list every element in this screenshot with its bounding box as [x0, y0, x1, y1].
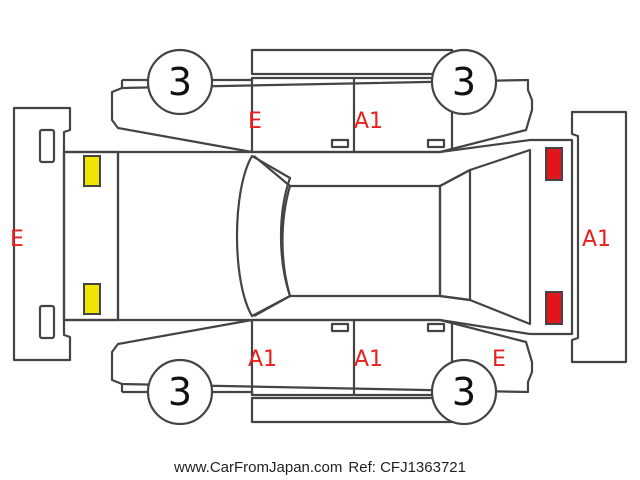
mark-front-right-door: A1 [248, 347, 277, 372]
mark-front-bumper: E [10, 227, 24, 252]
tire-rear-left: 3 [430, 48, 498, 116]
tire-rear-left-value: 3 [452, 60, 476, 104]
tire-front-left-value: 3 [168, 60, 192, 104]
mark-rear-right-door: A1 [354, 347, 383, 372]
rear-right-lamp [545, 291, 563, 325]
mark-rear-right-quarter: E [492, 347, 506, 372]
tire-front-left: 3 [146, 48, 214, 116]
tire-rear-right-value: 3 [452, 370, 476, 414]
footer-site: www.CarFromJapan.com [173, 459, 342, 476]
tire-front-right: 3 [146, 358, 214, 426]
mark-front-left-door: E [248, 109, 262, 134]
car-body-top-view [62, 138, 574, 336]
footer-reference: Ref: CFJ1363721 [348, 459, 466, 476]
rear-left-lamp [545, 147, 563, 181]
front-left-lamp [83, 155, 101, 187]
tire-rear-right: 3 [430, 358, 498, 426]
front-right-lamp [83, 283, 101, 315]
tire-front-right-value: 3 [168, 370, 192, 414]
front-bumper [12, 106, 72, 362]
mark-rear-bumper: A1 [582, 227, 611, 252]
mark-rear-left-door: A1 [354, 109, 383, 134]
footer-caption: www.CarFromJapan.com Ref: CFJ1363721 [173, 459, 466, 476]
rear-bumper [570, 110, 628, 364]
